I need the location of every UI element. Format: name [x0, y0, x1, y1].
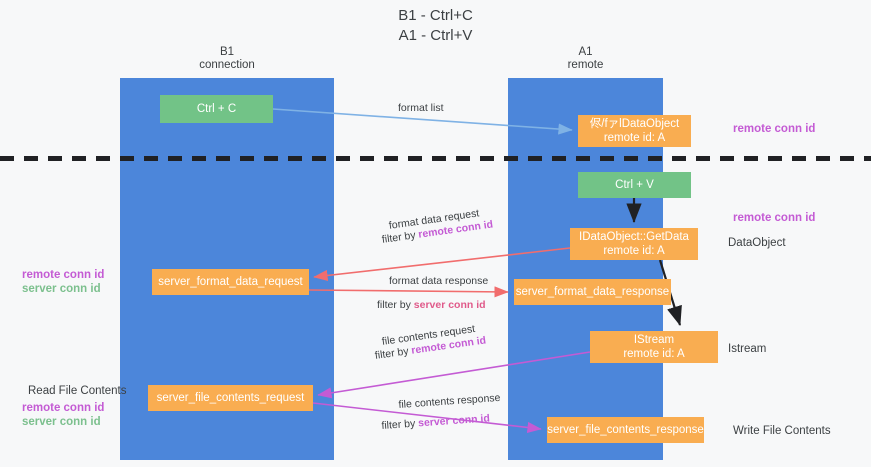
filter-prefix: filter by: [377, 299, 414, 311]
node-server-format-data-request[interactable]: server_format_data_request: [152, 269, 309, 295]
node-ctrl-v-label: Ctrl + V: [615, 179, 654, 191]
node-istream-remote-id: remote id: A: [623, 348, 685, 360]
annotation-left-conn-ids-top: remote conn id server conn id: [22, 268, 104, 296]
annotation-write-file-contents: Write File Contents: [733, 425, 831, 437]
annotation-left-server-conn-id-1: server conn id: [22, 283, 101, 295]
node-server-file-contents-response[interactable]: server_file_contents_response: [547, 417, 704, 443]
node-idataobject-getdata[interactable]: IDataObject::GetData remote id: A: [570, 228, 698, 260]
node-istream-title: IStream: [633, 334, 675, 346]
node-ctrl-c[interactable]: Ctrl + C: [160, 95, 273, 123]
node-server-format-data-response[interactable]: server_format_data_response: [514, 279, 671, 305]
filter-key-server-conn-id: server conn id: [413, 299, 486, 311]
edge-label-format-data-response: format data response: [389, 275, 489, 287]
annotation-dataobject: DataObject: [728, 237, 786, 249]
node-getdata-remote-id: remote id: A: [603, 245, 665, 257]
node-ctrl-v[interactable]: Ctrl + V: [578, 172, 691, 198]
swimlane-header-b1: B1 connection: [199, 46, 255, 71]
connector-format-data-response: [308, 286, 509, 298]
filter-prefix: filter by: [381, 417, 419, 432]
edge-label-file-contents-response-filter: filter by server conn id: [381, 411, 490, 433]
filter-key-server-conn-id: server conn id: [417, 412, 491, 430]
node-getdata-title: IDataObject::GetData: [579, 231, 689, 243]
node-ctrl-c-label: Ctrl + C: [196, 103, 237, 115]
annotation-left-conn-ids-bottom: remote conn id server conn id: [22, 401, 104, 429]
edge-label-format-data-response-filter: filter by server conn id: [377, 298, 486, 312]
filter-prefix: filter by: [374, 344, 413, 362]
node-istream[interactable]: IStream remote id: A: [590, 331, 718, 363]
annotation-left-remote-conn-id-2: remote conn id: [22, 402, 105, 414]
edge-label-file-contents-response: file contents response: [398, 391, 501, 411]
node-server-file-contents-response-label: server_file_contents_response: [547, 424, 704, 436]
node-server-format-data-response-label: server_format_data_response: [515, 286, 670, 298]
swimlane-header-a1: A1 remote: [567, 46, 604, 71]
annotation-istream: Istream: [728, 343, 767, 355]
annotation-left-server-conn-id-2: server conn id: [22, 416, 101, 428]
phase-divider: [0, 156, 871, 161]
node-server-file-contents-request[interactable]: server_file_contents_request: [148, 385, 313, 411]
edge-label-format-list: format list: [398, 102, 444, 114]
node-idataobject-remote-id: remote id: A: [603, 132, 666, 144]
annotation-read-file-contents: Read File Contents: [28, 385, 127, 397]
diagram-title: B1 - Ctrl+C A1 - Ctrl+V: [398, 7, 473, 44]
filter-prefix: filter by: [381, 228, 420, 246]
annotation-left-remote-conn-id-1: remote conn id: [22, 269, 105, 281]
annotation-remote-conn-id-top: remote conn id: [733, 123, 816, 135]
node-idataobject[interactable]: 侭/fァlDataObject remote id: A: [578, 115, 691, 147]
node-server-format-data-request-label: server_format_data_request: [158, 276, 303, 288]
annotation-remote-conn-id-mid: remote conn id: [733, 212, 816, 224]
node-idataobject-title: 侭/fァlDataObject: [589, 118, 680, 130]
node-server-file-contents-request-label: server_file_contents_request: [156, 392, 305, 404]
